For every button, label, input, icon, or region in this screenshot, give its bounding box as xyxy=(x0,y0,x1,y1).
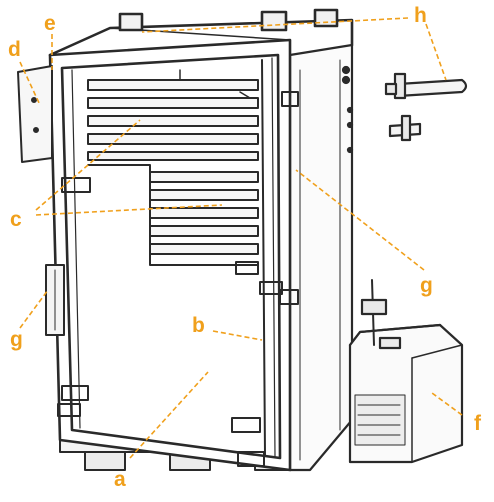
leader-c-2 xyxy=(35,204,223,216)
leader-lines xyxy=(19,17,463,459)
control-box xyxy=(348,279,464,464)
leader-h-1 xyxy=(141,17,409,33)
leader-f xyxy=(431,392,463,416)
tube-bank-lower xyxy=(87,164,259,266)
device-illustration xyxy=(17,8,468,472)
tube-bank-upper xyxy=(87,69,259,161)
label-c: c xyxy=(10,208,22,231)
leader-h-2 xyxy=(425,23,447,81)
label-h: h xyxy=(414,4,427,27)
leader-g-right xyxy=(295,169,425,271)
side-panel xyxy=(288,43,354,472)
label-b: b xyxy=(192,314,205,337)
leader-a xyxy=(129,371,209,459)
label-f: f xyxy=(474,412,482,435)
label-d: d xyxy=(8,38,21,61)
side-window xyxy=(45,264,65,336)
callout-labels: a b c d e f g g h xyxy=(8,4,482,491)
label-a: a xyxy=(114,468,126,491)
leader-g-left xyxy=(19,289,49,329)
label-g-right: g xyxy=(420,274,433,297)
leader-c-1 xyxy=(35,119,141,211)
door-handles xyxy=(384,72,468,142)
frame-clamps xyxy=(57,91,299,467)
hinge-bracket xyxy=(17,65,53,163)
leader-b xyxy=(212,330,263,341)
label-e: e xyxy=(44,12,56,35)
label-g-left: g xyxy=(10,328,23,351)
